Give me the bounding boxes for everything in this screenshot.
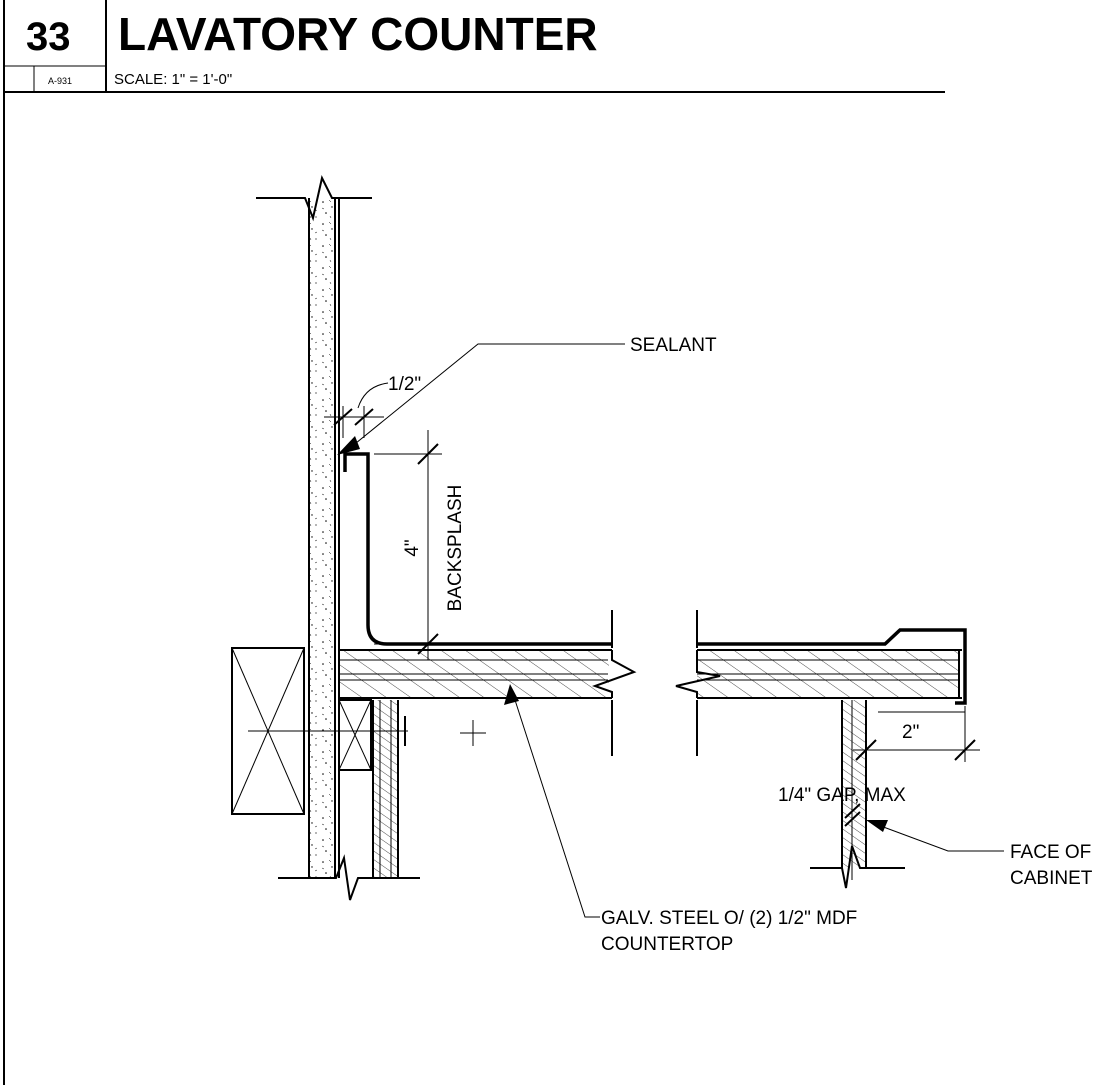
countertop-right [675, 610, 967, 889]
overhang-dimension: 2" [853, 706, 980, 762]
detail-number: 33 [26, 15, 71, 59]
countertop-callout: GALV. STEEL O/ (2) 1/2" MDF COUNTERTOP [504, 684, 857, 955]
ledger-blocking [338, 699, 399, 878]
backsplash-dimension: 4" BACKSPLASH [374, 430, 466, 660]
four-inch-dimension: 4" [402, 539, 423, 556]
backsplash-label: BACKSPLASH [445, 485, 466, 612]
face-of-cabinet-callout: FACE OF CABINET [866, 820, 1093, 889]
sealant-callout: SEALANT 1/2" [324, 335, 717, 455]
countertop-line1: GALV. STEEL O/ (2) 1/2" MDF [601, 908, 857, 929]
two-inch-dimension: 2" [902, 722, 919, 743]
wall-section [256, 175, 420, 901]
center-mark [460, 720, 486, 746]
gap-label: 1/4" GAP, MAX [778, 785, 906, 806]
detail-title: LAVATORY COUNTER [118, 8, 598, 60]
title-block: 33 LAVATORY COUNTER A-931 SCALE: 1" = 1'… [3, 0, 945, 1085]
face-of-cabinet-line1: FACE OF [1010, 842, 1091, 863]
half-inch-dimension: 1/2" [388, 374, 421, 395]
wall-blocking [231, 647, 408, 815]
scale-note: SCALE: 1" = 1'-0" [114, 71, 232, 88]
countertop-left [339, 452, 637, 756]
countertop-line2: COUNTERTOP [601, 934, 733, 955]
sealant-label: SEALANT [630, 335, 717, 356]
sheet-reference: A-931 [48, 76, 72, 86]
face-of-cabinet-line2: CABINET [1010, 868, 1093, 889]
gap-callout: 1/4" GAP, MAX [778, 785, 906, 827]
